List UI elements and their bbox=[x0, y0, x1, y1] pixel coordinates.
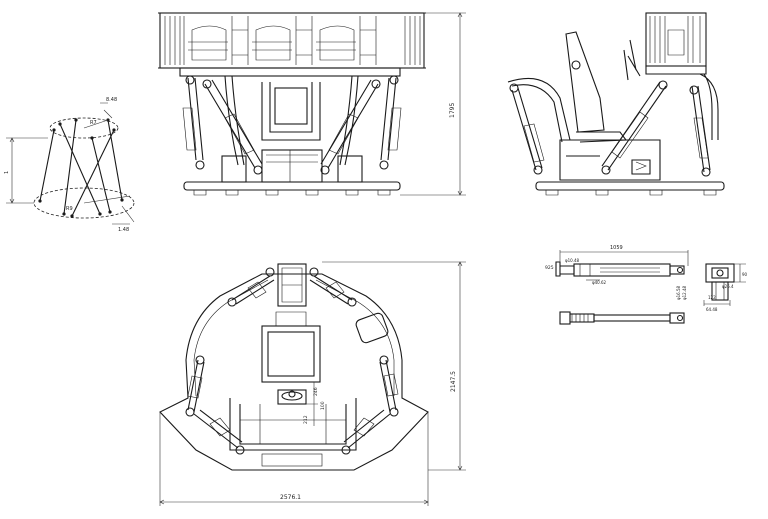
top-depth-dim: 2147.5 bbox=[450, 371, 457, 392]
front-height-dim: 1795 bbox=[449, 103, 456, 118]
front-actuators bbox=[182, 75, 402, 175]
stewart-platform-schematic: 1 R7 R9 8.48 1.48 bbox=[4, 97, 135, 233]
end-label-1: 90 bbox=[742, 272, 748, 277]
top-actuators bbox=[185, 275, 399, 455]
side-seat bbox=[565, 31, 605, 133]
top-dim-b: 212 bbox=[303, 415, 309, 424]
actuator-label-4: φ12.48 bbox=[682, 285, 687, 300]
top-view: 246 212 100 2576.1 2147.5 bbox=[159, 261, 466, 506]
actuator-label-2: φ40.62 bbox=[592, 280, 607, 285]
end-label-2: φ26.4 bbox=[722, 284, 734, 289]
top-width-dim: 2576.1 bbox=[280, 494, 301, 501]
top-dim-a: 246 bbox=[313, 387, 319, 396]
actuator-body-upper bbox=[573, 263, 671, 277]
side-base bbox=[535, 181, 725, 191]
schematic-label-r9: R9 bbox=[66, 206, 73, 212]
front-base bbox=[183, 181, 401, 191]
top-dim-c: 100 bbox=[320, 401, 326, 410]
lower-base-ellipse bbox=[33, 187, 135, 219]
side-view bbox=[507, 12, 725, 196]
end-fitting-detail bbox=[705, 263, 735, 283]
actuator-label-1: φ10.48 bbox=[565, 258, 580, 263]
actuator-detail: 1059 925 φ10.48 φ40.62 φ16.58 φ12.48 90 … bbox=[545, 245, 748, 325]
cab-grille bbox=[164, 16, 421, 65]
joint-points bbox=[38, 118, 124, 218]
actuator-legs bbox=[39, 119, 123, 217]
end-label-4: 64.48 bbox=[706, 307, 718, 312]
actuator-left-dim: 925 bbox=[545, 265, 554, 271]
end-label-3: 122 bbox=[708, 295, 716, 300]
top-seat bbox=[261, 325, 321, 383]
actuator-body-lower bbox=[593, 314, 671, 322]
top-actuator-mount bbox=[277, 263, 307, 307]
actuator-label-3: φ16.58 bbox=[676, 285, 681, 300]
upper-platform-ellipse bbox=[49, 117, 119, 139]
schematic-label-r7: R7 bbox=[90, 120, 97, 126]
schematic-label-lower: 1.48 bbox=[118, 227, 129, 233]
schematic-label-height: 1 bbox=[4, 171, 10, 174]
actuator-length-dim: 1059 bbox=[610, 245, 623, 251]
front-view: 1795 bbox=[158, 12, 466, 196]
top-outer-frame bbox=[159, 273, 429, 471]
schematic-label-upper: 8.48 bbox=[106, 97, 117, 103]
